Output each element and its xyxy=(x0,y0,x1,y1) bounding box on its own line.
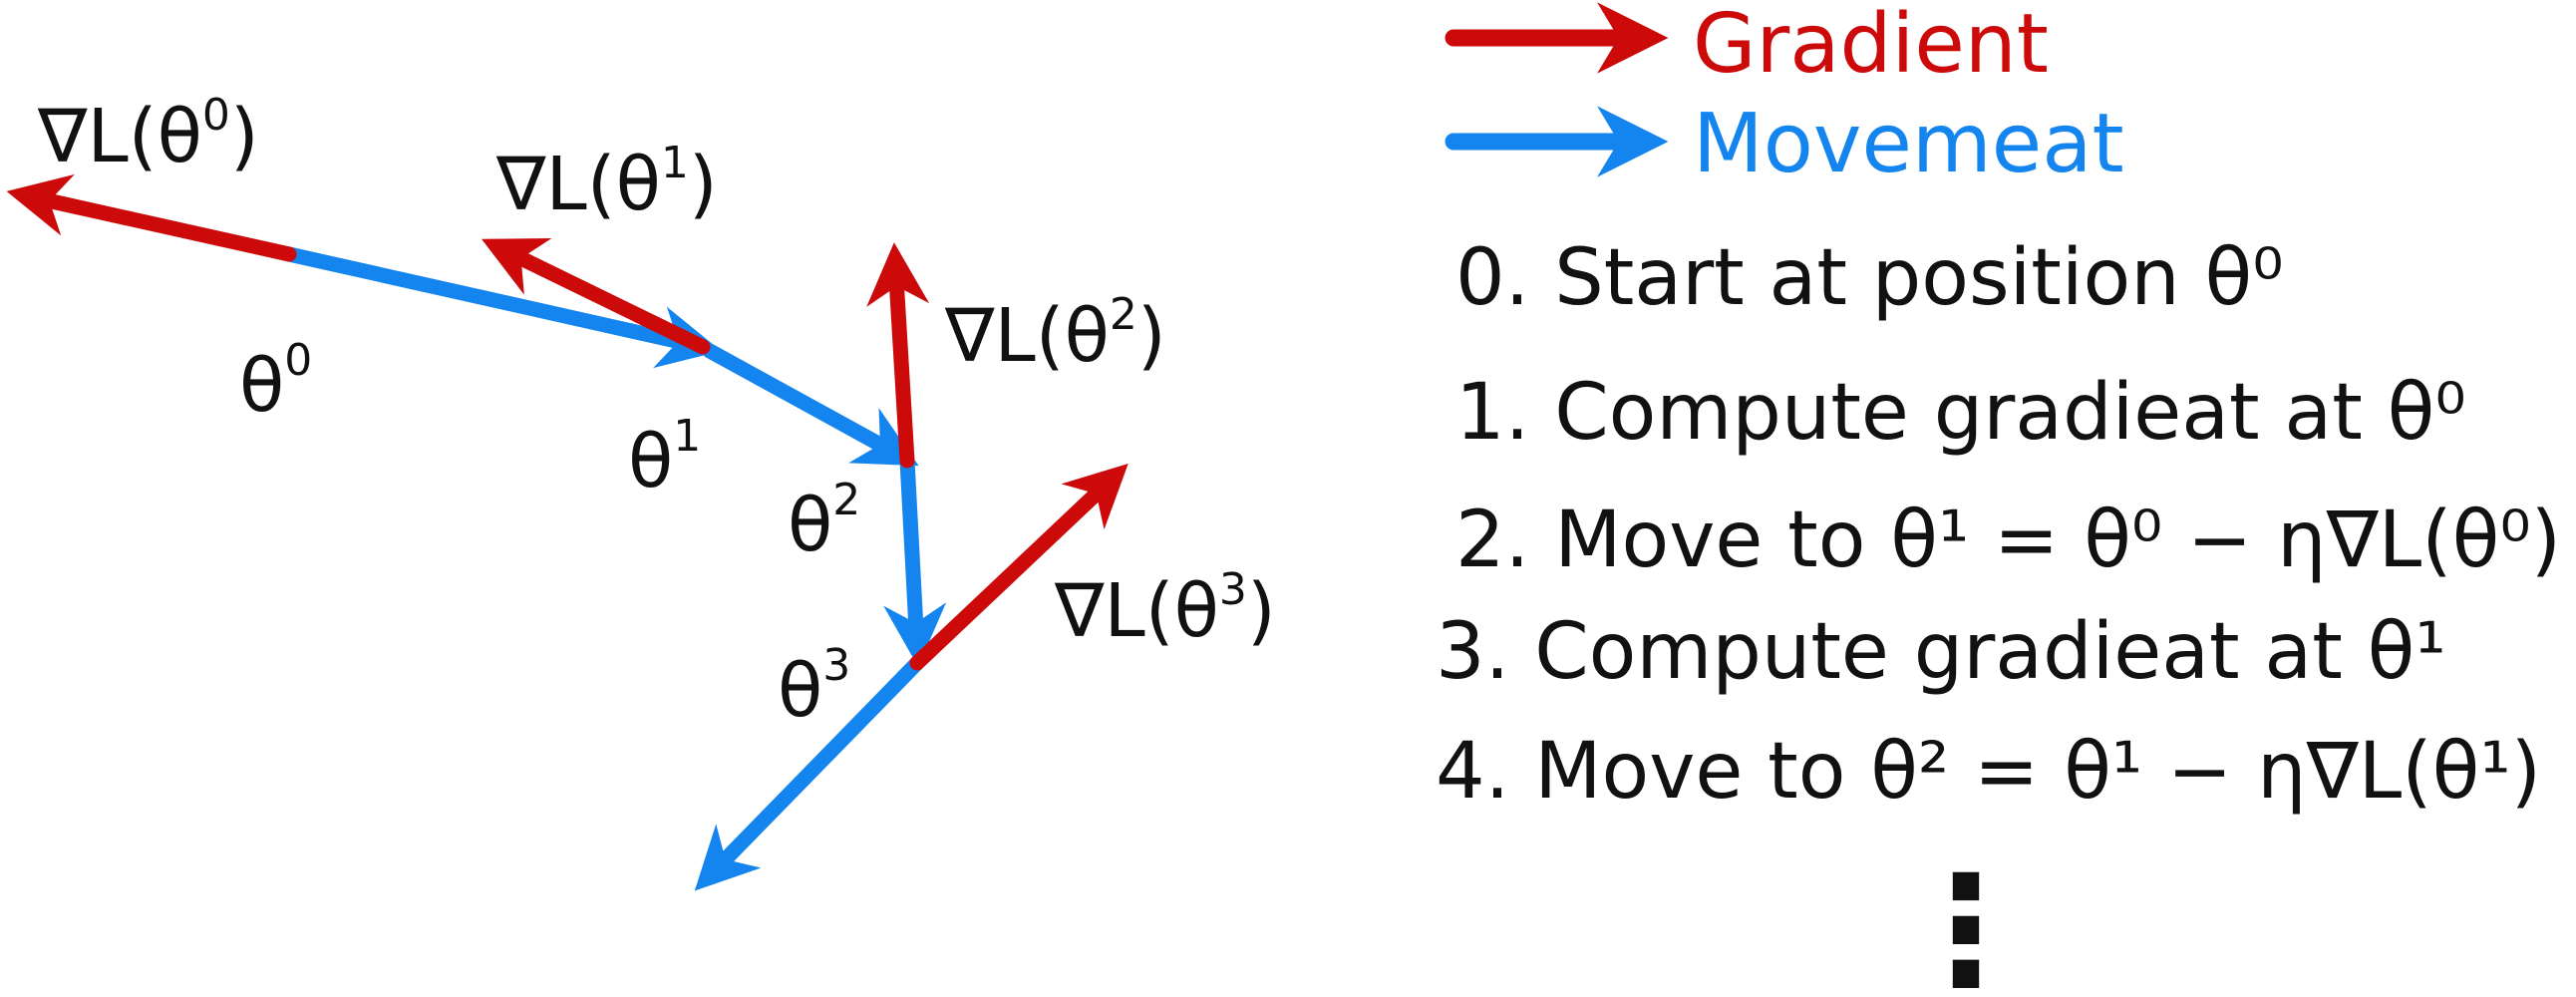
movement-arrow-1-to-2 xyxy=(702,343,919,467)
gradient-labels: ∇L(θ0) ∇L(θ1) ∇L(θ2) ∇L(θ3) xyxy=(37,90,1276,654)
gradient-arrow-theta3 xyxy=(909,464,1128,671)
gradient-arrow-theta1 xyxy=(482,238,711,355)
step-4: 4. Move to θ² = θ¹ − η∇L(θ¹) xyxy=(1436,727,2541,817)
continuation-ellipsis: ⋮ xyxy=(1891,844,2041,997)
gradient-label-theta3: ∇L(θ3) xyxy=(1054,564,1276,654)
continuation-dots: ⋮ xyxy=(1891,844,2041,997)
gradient-label-theta2: ∇L(θ2) xyxy=(944,289,1166,379)
theta0-line-segment xyxy=(281,246,722,369)
theta3-label: θ3 xyxy=(778,640,850,734)
movement-arrow-2-to-3 xyxy=(883,453,947,667)
movement-path xyxy=(281,246,947,891)
step-0: 0. Start at position θ⁰ xyxy=(1455,233,2283,323)
gradient-label-theta1: ∇L(θ1) xyxy=(495,138,718,227)
theta2-label: θ2 xyxy=(788,475,860,568)
step-3: 3. Compute gradieat at θ¹ xyxy=(1436,607,2446,697)
legend: Gradient Movemeat xyxy=(1445,0,2124,191)
step-1: 1. Compute gradieat at θ⁰ xyxy=(1455,368,2466,458)
step-list: 0. Start at position θ⁰ 1. Compute gradi… xyxy=(1436,233,2561,817)
legend-movement-label: Movemeat xyxy=(1693,97,2124,191)
gradient-arrow-theta0 xyxy=(6,173,297,262)
theta-labels: θ0 θ1 θ2 θ3 xyxy=(239,335,860,734)
theta0-label: θ0 xyxy=(239,335,312,429)
step-2: 2. Move to θ¹ = θ⁰ − η∇L(θ⁰) xyxy=(1455,496,2561,585)
movement-arrow-3-to-next xyxy=(694,655,925,891)
gradient-arrows xyxy=(6,173,1128,671)
gradient-arrow-theta2 xyxy=(866,242,930,469)
legend-gradient-label: Gradient xyxy=(1693,0,2049,92)
gradient-label-theta0: ∇L(θ0) xyxy=(37,90,259,179)
theta1-label: θ1 xyxy=(628,411,701,504)
